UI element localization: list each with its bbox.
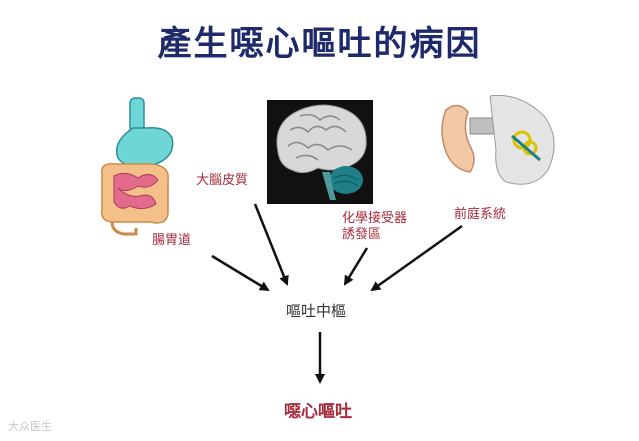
cause-label-vestibular: 前庭系統 [454,207,507,222]
diagram-title: 產生噁心嘔吐的病因 [157,24,482,64]
cause-label-cerebral-cortex: 大腦皮質 [196,173,249,188]
result-label: 噁心嘔吐 [284,402,352,422]
arrow-cortex-to-center [253,203,289,286]
cause-label-chemoreceptor-line2: 誘發區 [342,227,382,242]
ear-icon [441,94,555,185]
digestive-system-icon [101,97,174,236]
cause-label-chemoreceptor-line1: 化學接受器 [342,211,408,226]
cause-label-gi-tract: 腸胃道 [152,233,192,248]
brain-icon [267,100,373,204]
watermark: 大众医生 [8,420,52,433]
arrow-gi-to-center [211,254,270,292]
vomiting-center-label: 嘔吐中樞 [286,302,347,320]
arrow-vestibular-to-center [370,224,463,292]
arrow-chemoreceptor-to-center [343,247,369,286]
